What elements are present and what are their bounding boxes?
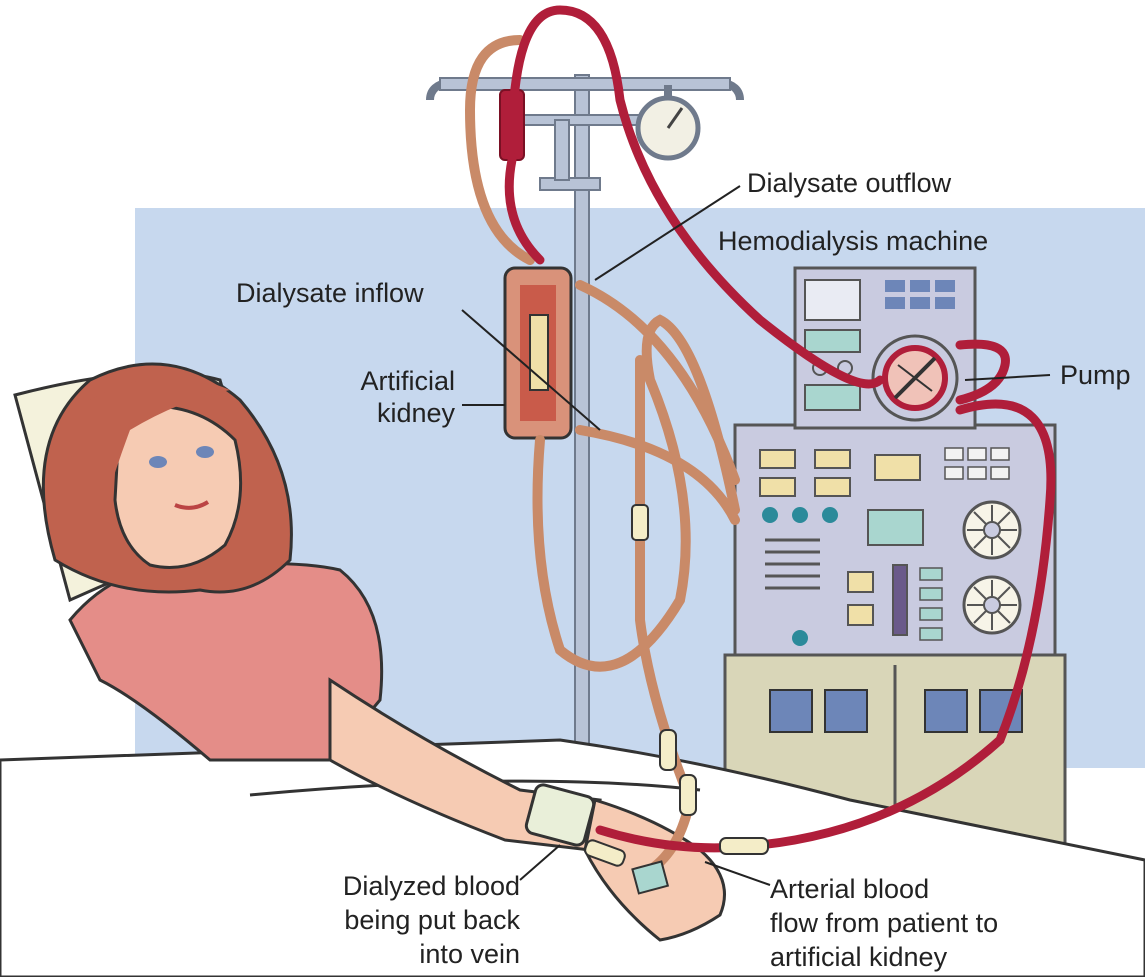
label-arterial-line1: Arterial blood <box>770 874 929 904</box>
label-dialysate-inflow: Dialysate inflow <box>236 278 424 308</box>
label-dialyzed-line3: into vein <box>419 939 520 969</box>
dial-upper <box>964 502 1020 558</box>
label-pump: Pump <box>1060 360 1131 390</box>
pump <box>873 336 957 420</box>
pressure-gauge <box>638 85 698 158</box>
artificial-kidney <box>505 268 571 438</box>
label-artificial-kidney-line1: Artificial <box>360 366 455 396</box>
label-arterial-line2: flow from patient to <box>770 908 998 938</box>
label-dialysate-outflow: Dialysate outflow <box>747 168 952 198</box>
label-arterial-line3: artificial kidney <box>770 942 948 972</box>
label-dialyzed-line2: being put back <box>344 905 520 935</box>
label-artificial-kidney-line2: kidney <box>377 398 456 428</box>
label-dialyzed-line1: Dialyzed blood <box>343 871 520 901</box>
dial-lower <box>964 577 1020 633</box>
label-hemodialysis-machine: Hemodialysis machine <box>718 226 988 256</box>
